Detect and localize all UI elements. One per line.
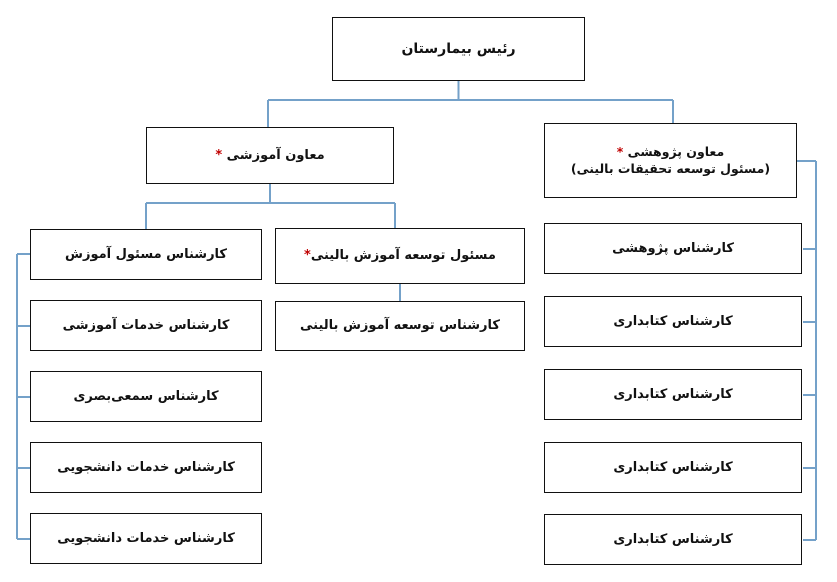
org-box-label: کارشناس توسعه آموزش بالینی — [300, 318, 500, 334]
org-box-librarian-expert-2: کارشناس کتابداری — [544, 369, 802, 420]
org-box-label: معاون آموزشی * — [215, 147, 325, 163]
org-box-librarian-expert-4: کارشناس کتابداری — [544, 514, 802, 565]
org-box-sublabel: (مسئول توسعه تحقیقات بالینی) — [570, 160, 771, 176]
org-box-librarian-expert-3: کارشناس کتابداری — [544, 442, 802, 493]
org-box-hospital-president: رئیس بیمارستان — [332, 17, 585, 81]
org-box-student-services-expert-2: کارشناس خدمات دانشجویی — [30, 513, 262, 564]
org-box-librarian-expert-1: کارشناس کتابداری — [544, 296, 802, 347]
org-box-label: کارشناس خدمات آموزشی — [62, 317, 230, 333]
org-box-label: کارشناس کتابداری — [613, 313, 733, 329]
org-box-label: رئیس بیمارستان — [401, 40, 516, 57]
org-box-label: کارشناس کتابداری — [613, 459, 733, 475]
org-box-education-officer-expert: کارشناس مسئول آموزش — [30, 229, 262, 280]
asterisk-mark: * — [215, 147, 223, 163]
asterisk-mark: * — [304, 248, 311, 264]
org-box-label: کارشناس خدمات دانشجویی — [57, 530, 235, 546]
connector-root-to-deputies — [267, 81, 674, 127]
org-box-deputy-research: معاون پژوهشی * (مسئول توسعه تحقیقات بالی… — [544, 123, 797, 198]
org-box-education-services-expert: کارشناس خدمات آموزشی — [30, 300, 262, 351]
org-box-label: کارشناس خدمات دانشجویی — [57, 459, 235, 475]
connector-deputy-edu-to-children — [145, 184, 396, 229]
org-box-audiovisual-expert: کارشناس سمعی‌بصری — [30, 371, 262, 422]
org-box-label: کارشناس مسئول آموزش — [65, 246, 227, 262]
org-box-label: مسئول توسعه آموزش بالینی* — [304, 248, 496, 264]
org-box-clinical-education-head: مسئول توسعه آموزش بالینی* — [275, 228, 525, 284]
org-box-label: معاون پژوهشی * — [616, 143, 725, 159]
org-box-deputy-education: معاون آموزشی * — [146, 127, 394, 184]
org-box-label: کارشناس پژوهشی — [612, 240, 734, 256]
connector-right-rail — [797, 160, 817, 541]
org-box-label: کارشناس کتابداری — [613, 386, 733, 402]
org-box-clinical-education-expert: کارشناس توسعه آموزش بالینی — [275, 301, 525, 351]
org-box-research-expert: کارشناس پژوهشی — [544, 223, 802, 274]
org-box-label: کارشناس کتابداری — [613, 531, 733, 547]
asterisk-mark: * — [616, 143, 624, 159]
org-box-label: کارشناس سمعی‌بصری — [73, 388, 219, 404]
connector-left-rail — [16, 253, 30, 540]
org-box-student-services-expert-1: کارشناس خدمات دانشجویی — [30, 442, 262, 493]
